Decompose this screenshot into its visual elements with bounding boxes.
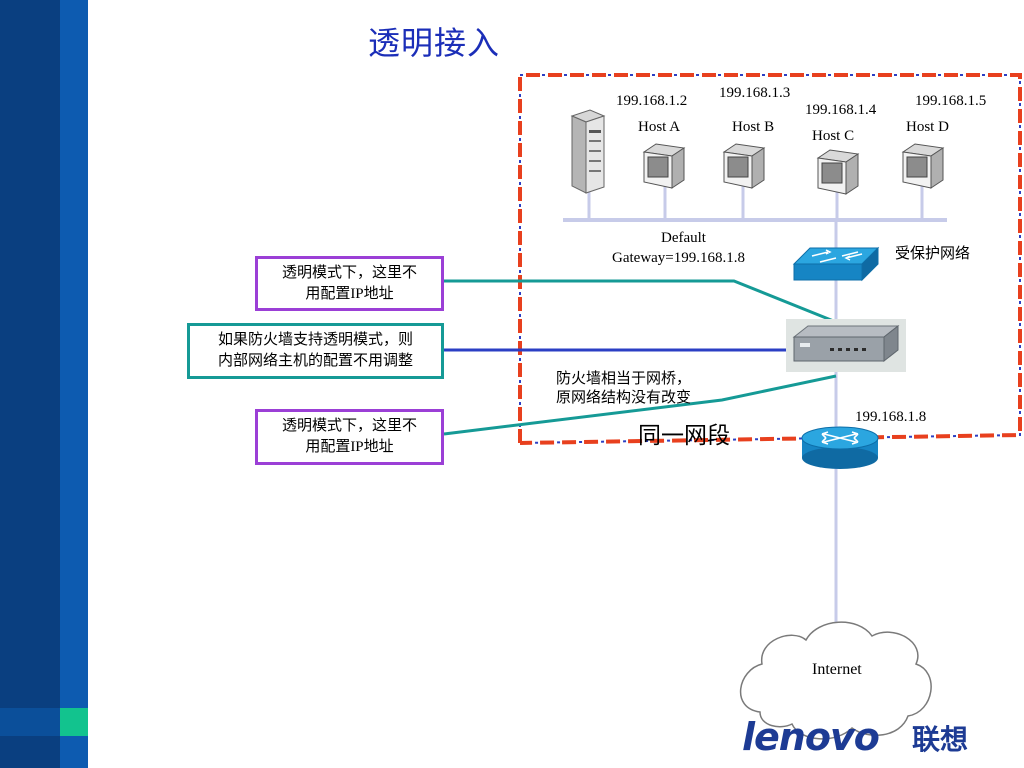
firewall-note-line1: 防火墙相当于网桥， bbox=[556, 371, 692, 387]
host-c-name: Host C bbox=[812, 128, 855, 144]
slide-title: 透明接入 bbox=[368, 25, 501, 61]
firewall-icon bbox=[786, 319, 906, 372]
sidebar-light-band bbox=[60, 0, 88, 768]
callout-no-ip-bottom: 透明模式下，这里不 用配置IP地址 bbox=[255, 409, 444, 465]
lenovo-logo-cn: 联想 bbox=[912, 723, 969, 756]
callout-1-line1: 透明模式下，这里不 bbox=[281, 264, 417, 281]
host-c-ip: 199.168.1.4 bbox=[805, 102, 877, 118]
server-icon bbox=[570, 109, 606, 194]
same-segment-label: 同一网段 bbox=[638, 423, 730, 448]
host-d-name: Host D bbox=[906, 119, 949, 135]
sidebar-accent-square bbox=[60, 708, 88, 736]
callout-2-line1: 如果防火墙支持透明模式，则 bbox=[217, 332, 413, 348]
internet-cloud-icon bbox=[740, 621, 932, 740]
switch-icon bbox=[792, 246, 880, 282]
sidebar-mid-block bbox=[0, 708, 60, 736]
internet-label: Internet bbox=[812, 661, 862, 678]
callout-no-ip-top: 透明模式下，这里不 用配置IP地址 bbox=[255, 256, 444, 311]
callout-3-line2: 用配置IP地址 bbox=[305, 439, 394, 455]
callout-1-connector bbox=[444, 279, 837, 324]
host-a-name: Host A bbox=[638, 119, 681, 135]
callout-2-line2: 内部网络主机的配置不用调整 bbox=[217, 353, 413, 369]
lenovo-logo: lenovo bbox=[742, 715, 880, 759]
callout-1-line2: 用配置IP地址 bbox=[305, 285, 394, 302]
router-ip-label: 199.168.1.8 bbox=[855, 409, 927, 425]
router-icon bbox=[801, 426, 879, 469]
gateway-label-line1: Default bbox=[661, 230, 706, 246]
protected-network-label: 受保护网络 bbox=[895, 246, 971, 262]
callout-3-line1: 透明模式下，这里不 bbox=[281, 418, 417, 434]
host-a-icon bbox=[642, 143, 686, 189]
host-d-icon bbox=[901, 143, 945, 189]
host-c-icon bbox=[816, 149, 860, 195]
callout-transparent-mode: 如果防火墙支持透明模式，则 内部网络主机的配置不用调整 bbox=[187, 323, 444, 379]
callout-3-connector bbox=[443, 374, 837, 436]
gateway-label-line2: Gateway=199.168.1.8 bbox=[612, 250, 746, 266]
host-b-icon bbox=[722, 143, 766, 189]
firewall-note-line2: 原网络结构没有改变 bbox=[556, 390, 692, 406]
host-b-ip: 199.168.1.3 bbox=[719, 85, 791, 101]
host-d-ip: 199.168.1.5 bbox=[915, 93, 987, 109]
host-b-name: Host B bbox=[732, 119, 775, 135]
host-a-ip: 199.168.1.2 bbox=[616, 93, 688, 109]
sidebar-dark-band bbox=[0, 0, 60, 768]
